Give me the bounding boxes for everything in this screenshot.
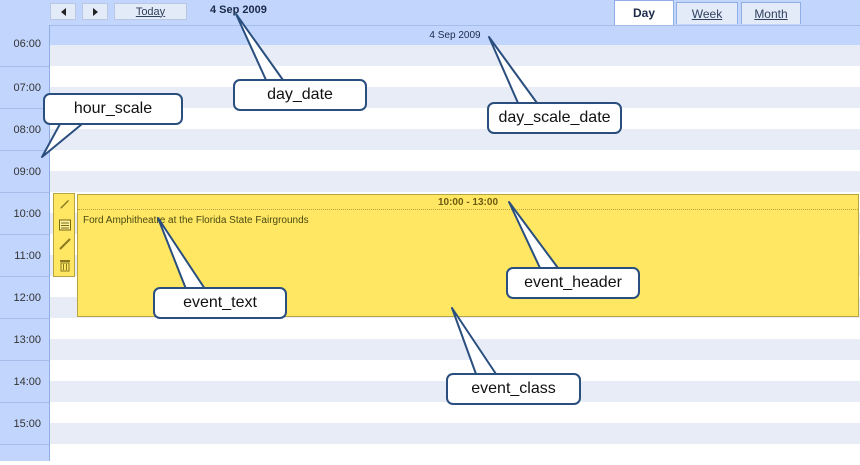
callout-hour-scale: hour_scale [43, 93, 183, 125]
tab-month[interactable]: Month [741, 2, 801, 24]
prev-button[interactable] [50, 3, 76, 20]
hour-scale-pointer [41, 123, 83, 158]
hour-cell: 15:00 [0, 403, 49, 445]
today-button[interactable]: Today [114, 3, 187, 20]
pencil-icon[interactable] [58, 196, 72, 210]
event-class-pointer [451, 307, 497, 375]
tab-week-label: Week [691, 6, 723, 21]
hour-scale: 06:00 07:00 08:00 09:00 10:00 11:00 12:0… [0, 25, 50, 461]
hour-label: 14:00 [13, 376, 41, 388]
day-date-pointer [235, 13, 284, 81]
callout-day-date: day_date [233, 79, 367, 111]
details-icon[interactable] [58, 218, 72, 232]
hour-label: 06:00 [13, 38, 41, 50]
tab-day[interactable]: Day [614, 0, 674, 25]
hour-label: 09:00 [13, 166, 41, 178]
tab-week[interactable]: Week [676, 2, 738, 24]
hour-cell: 06:00 [0, 25, 49, 67]
hour-label: 12:00 [13, 292, 41, 304]
hour-label: 10:00 [13, 208, 41, 220]
time-slot[interactable] [50, 171, 860, 192]
hour-cell: 08:00 [0, 109, 49, 151]
navigation-bar: Today 4 Sep 2009 Day Week Month [0, 0, 860, 25]
callout-day-scale-date: day_scale_date [487, 102, 622, 134]
hour-label: 15:00 [13, 418, 41, 430]
delete-icon[interactable] [58, 258, 72, 272]
hour-cell: 07:00 [0, 67, 49, 109]
day-scale-date: 4 Sep 2009 [429, 30, 481, 41]
event-text[interactable]: Ford Amphitheatre at the Florida State F… [83, 215, 309, 226]
event-text-pointer [157, 217, 206, 290]
next-button[interactable] [82, 3, 108, 20]
hour-label: 11:00 [14, 250, 41, 262]
day-date: 4 Sep 2009 [210, 4, 267, 16]
hour-cell: 12:00 [0, 277, 49, 319]
callout-event-class: event_class [446, 373, 581, 405]
hour-label: 08:00 [13, 124, 41, 136]
arrow-right-icon [92, 7, 98, 16]
callout-event-text: event_text [153, 287, 287, 319]
hour-label: 07:00 [13, 82, 41, 94]
arrow-left-icon [60, 7, 66, 16]
hour-cell: 11:00 [0, 235, 49, 277]
hour-cell: 13:00 [0, 319, 49, 361]
tab-month-label: Month [754, 6, 788, 21]
callout-event-header: event_header [506, 267, 640, 299]
edit-icon[interactable] [58, 237, 72, 251]
event-action-bar [53, 193, 75, 277]
time-slot[interactable] [50, 129, 860, 150]
day-scale-date-pointer [488, 36, 538, 104]
hour-cell: 14:00 [0, 361, 49, 403]
event-header[interactable]: 10:00 - 13:00 [78, 195, 858, 210]
time-slot[interactable] [50, 423, 860, 444]
tab-day-label: Day [632, 6, 655, 20]
hour-label: 13:00 [13, 334, 41, 346]
event-header-pointer [508, 201, 559, 269]
hour-cell: 10:00 [0, 193, 49, 235]
hour-cell: 09:00 [0, 151, 49, 193]
time-slot[interactable] [50, 339, 860, 360]
